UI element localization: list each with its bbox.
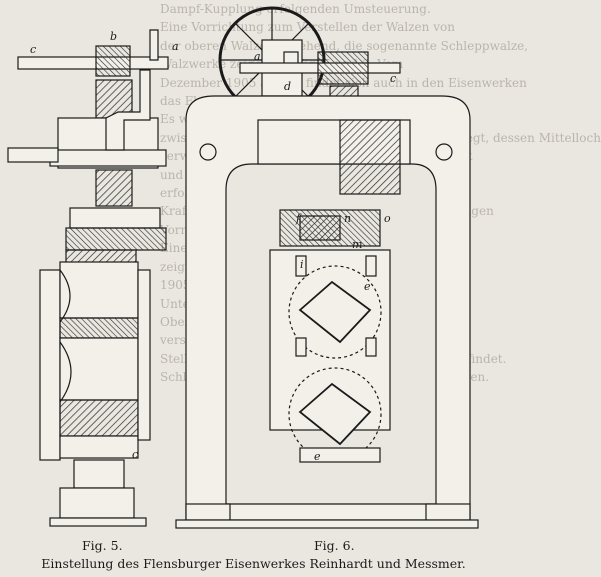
figure-5-caption: Fig. 5. — [82, 538, 123, 553]
figure-6-drawing — [175, 6, 479, 529]
fig6-label-c: c — [390, 72, 396, 85]
fig6-label-i: i — [300, 258, 304, 271]
fig5-label-c: c — [30, 43, 36, 56]
figure-6-caption: Fig. 6. — [314, 538, 355, 553]
fig6-label-f: f — [295, 212, 302, 225]
background-text-line: der oberen Walze ausgehend, die sogenann… — [160, 38, 529, 53]
background-text-line: Dampf-Kupplung erfolgenden Umsteuerung. — [160, 2, 431, 16]
fig6-label-o: o — [384, 212, 391, 225]
fig6-label-e-bottom: e — [314, 450, 321, 463]
fig6-label-d: d — [284, 80, 291, 93]
fig5-label-b: b — [110, 30, 117, 43]
fig5-label-a: a — [172, 40, 179, 53]
fig6-label-m: m — [352, 238, 362, 251]
main-caption: Einstellung des Flensburger Eisenwerkes … — [41, 556, 466, 571]
engineering-drawing: c b a c — [7, 6, 479, 529]
fig6-label-a: a — [254, 50, 261, 63]
fig6-label-n: n — [344, 212, 351, 225]
figure-6-labels: a d c f n o m i e e — [254, 50, 396, 463]
fig5-label-bottom: c — [132, 448, 138, 461]
figure-5-labels: c b a c — [30, 30, 179, 461]
fig6-label-e: e — [364, 280, 371, 293]
figure-5-drawing — [7, 29, 169, 527]
